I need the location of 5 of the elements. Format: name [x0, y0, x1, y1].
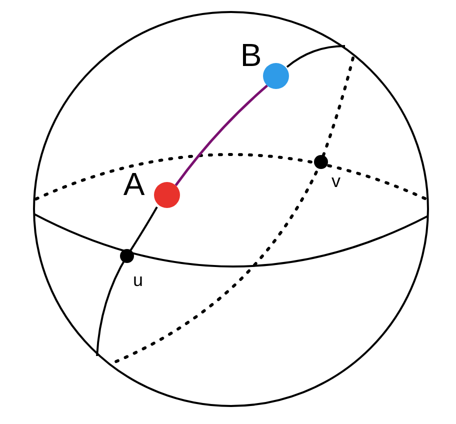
- point-label: u: [133, 271, 143, 289]
- point-label: B: [240, 38, 262, 71]
- point-label: A: [123, 168, 145, 200]
- point-label: v: [332, 172, 340, 190]
- arc-line: [174, 84, 268, 186]
